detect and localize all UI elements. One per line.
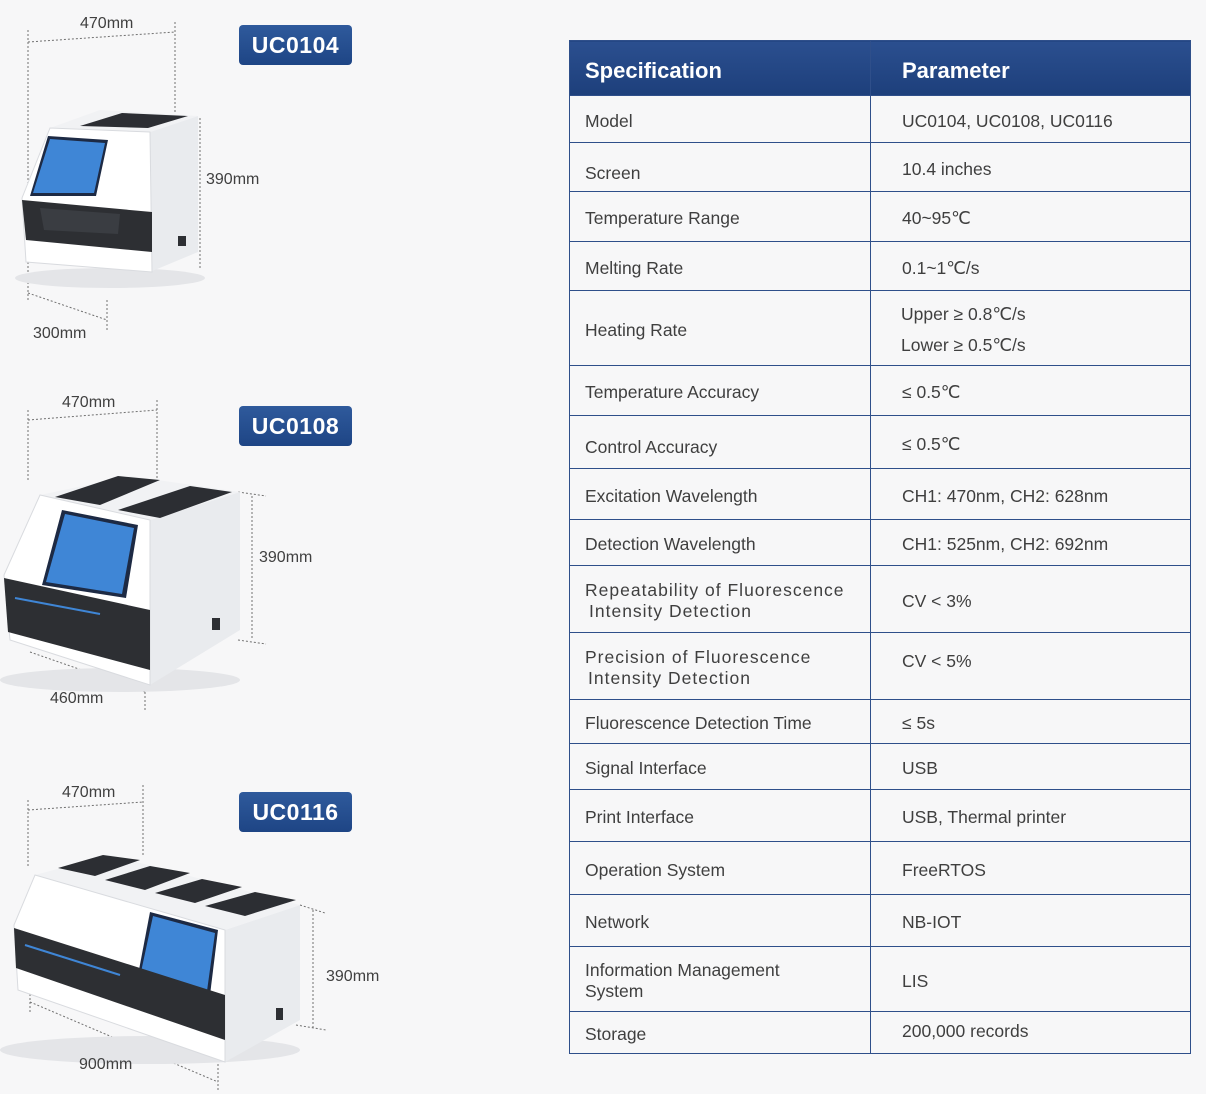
header-specification: Specification: [569, 40, 871, 96]
param-cell: 10.4 inches: [870, 142, 1191, 192]
table-header-row: Specification Parameter: [569, 40, 1191, 96]
spec-cell: Fluorescence Detection Time: [569, 699, 871, 744]
model-badge: UC0104: [239, 25, 352, 65]
table-row: Heating Rate Upper ≥ 0.8℃/s Lower ≥ 0.5℃…: [569, 290, 1191, 366]
table-row: Precision of Fluorescence Intensity Dete…: [569, 632, 1191, 700]
param-cell: FreeRTOS: [870, 841, 1191, 895]
spec-cell: Model: [569, 95, 871, 143]
table-row: Detection Wavelength CH1: 525nm, CH2: 69…: [569, 519, 1191, 566]
spec-cell: Control Accuracy: [569, 415, 871, 469]
spec-cell: Information Management System: [569, 946, 871, 1012]
spec-line: Intensity Detection: [588, 668, 751, 688]
param-cell: USB, Thermal printer: [870, 789, 1191, 842]
spec-cell: Precision of Fluorescence Intensity Dete…: [569, 632, 871, 700]
depth-label: 460mm: [50, 690, 104, 707]
param-line: Lower ≥ 0.5℃/s: [901, 335, 1026, 355]
product-uc0104: UC0104 470mm 390mm 300mm: [0, 0, 500, 350]
spec-cell: Temperature Accuracy: [569, 365, 871, 416]
height-label: 390mm: [326, 968, 380, 985]
spec-line: Precision of Fluorescence: [585, 647, 812, 667]
param-cell: UC0104, UC0108, UC0116: [870, 95, 1191, 143]
device-image-uc0116: [0, 785, 327, 1090]
table-row: Melting Rate 0.1~1℃/s: [569, 241, 1191, 291]
param-cell: LIS: [870, 946, 1191, 1012]
table-row: Print Interface USB, Thermal printer: [569, 789, 1191, 842]
spec-line: Information Management: [585, 960, 780, 980]
spec-cell: Print Interface: [569, 789, 871, 842]
spec-cell: Storage: [569, 1011, 871, 1054]
height-label: 390mm: [259, 549, 313, 566]
table-row: Network NB-IOT: [569, 894, 1191, 947]
param-line: Upper ≥ 0.8℃/s: [901, 304, 1026, 324]
spec-cell: Screen: [569, 142, 871, 192]
spec-cell: Excitation Wavelength: [569, 468, 871, 520]
spec-cell: Melting Rate: [569, 241, 871, 291]
spec-cell: Heating Rate: [569, 290, 871, 366]
param-cell: ≤ 5s: [870, 699, 1191, 744]
spec-line: Intensity Detection: [589, 601, 752, 621]
table-row: Screen 10.4 inches: [569, 142, 1191, 192]
depth-label: 300mm: [33, 325, 87, 342]
param-cell: CV < 5%: [870, 632, 1191, 700]
product-uc0108: UC0108 470mm 390mm 460mm: [0, 0, 500, 720]
table-row: Control Accuracy ≤ 0.5℃: [569, 415, 1191, 469]
param-cell: Upper ≥ 0.8℃/s Lower ≥ 0.5℃/s: [870, 290, 1191, 366]
width-label: 470mm: [80, 15, 134, 32]
param-cell: CH1: 470nm, CH2: 628nm: [870, 468, 1191, 520]
param-cell: 200,000 records: [870, 1011, 1191, 1054]
spec-cell: Temperature Range: [569, 191, 871, 242]
table-row: Temperature Accuracy ≤ 0.5℃: [569, 365, 1191, 416]
table-row: Storage 200,000 records: [569, 1011, 1191, 1054]
table-row: Repeatability of Fluorescence Intensity …: [569, 565, 1191, 633]
product-uc0116: UC0116 470mm 390mm 900mm: [0, 0, 500, 1094]
param-cell: ≤ 0.5℃: [870, 365, 1191, 416]
param-cell: CH1: 525nm, CH2: 692nm: [870, 519, 1191, 566]
model-badge: UC0108: [239, 406, 352, 446]
spec-line: System: [585, 981, 644, 1001]
spec-cell: Repeatability of Fluorescence Intensity …: [569, 565, 871, 633]
param-cell: 40~95℃: [870, 191, 1191, 242]
header-parameter: Parameter: [870, 40, 1191, 96]
spec-cell: Operation System: [569, 841, 871, 895]
spec-table: Specification Parameter Model UC0104, UC…: [569, 40, 1191, 1054]
param-cell: NB-IOT: [870, 894, 1191, 947]
table-row: Model UC0104, UC0108, UC0116: [569, 95, 1191, 143]
table-row: Signal Interface USB: [569, 743, 1191, 790]
dimension-line: [27, 785, 327, 1090]
spec-line: Repeatability of Fluorescence: [585, 580, 845, 600]
table-row: Operation System FreeRTOS: [569, 841, 1191, 895]
width-label: 470mm: [62, 394, 116, 411]
depth-label: 900mm: [79, 1056, 133, 1073]
param-cell: ≤ 0.5℃: [870, 415, 1191, 469]
device-image-uc0108: [0, 400, 267, 712]
spec-cell: Network: [569, 894, 871, 947]
model-badge: UC0116: [239, 792, 352, 832]
param-cell: 0.1~1℃/s: [870, 241, 1191, 291]
table-row: Fluorescence Detection Time ≤ 5s: [569, 699, 1191, 744]
spec-cell: Signal Interface: [569, 743, 871, 790]
width-label: 470mm: [62, 784, 116, 801]
table-row: Temperature Range 40~95℃: [569, 191, 1191, 242]
height-label: 390mm: [206, 171, 260, 188]
table-row: Excitation Wavelength CH1: 470nm, CH2: 6…: [569, 468, 1191, 520]
param-cell: USB: [870, 743, 1191, 790]
device-image-uc0104: [15, 22, 205, 330]
table-row: Information Management System LIS: [569, 946, 1191, 1012]
spec-cell: Detection Wavelength: [569, 519, 871, 566]
param-cell: CV < 3%: [870, 565, 1191, 633]
